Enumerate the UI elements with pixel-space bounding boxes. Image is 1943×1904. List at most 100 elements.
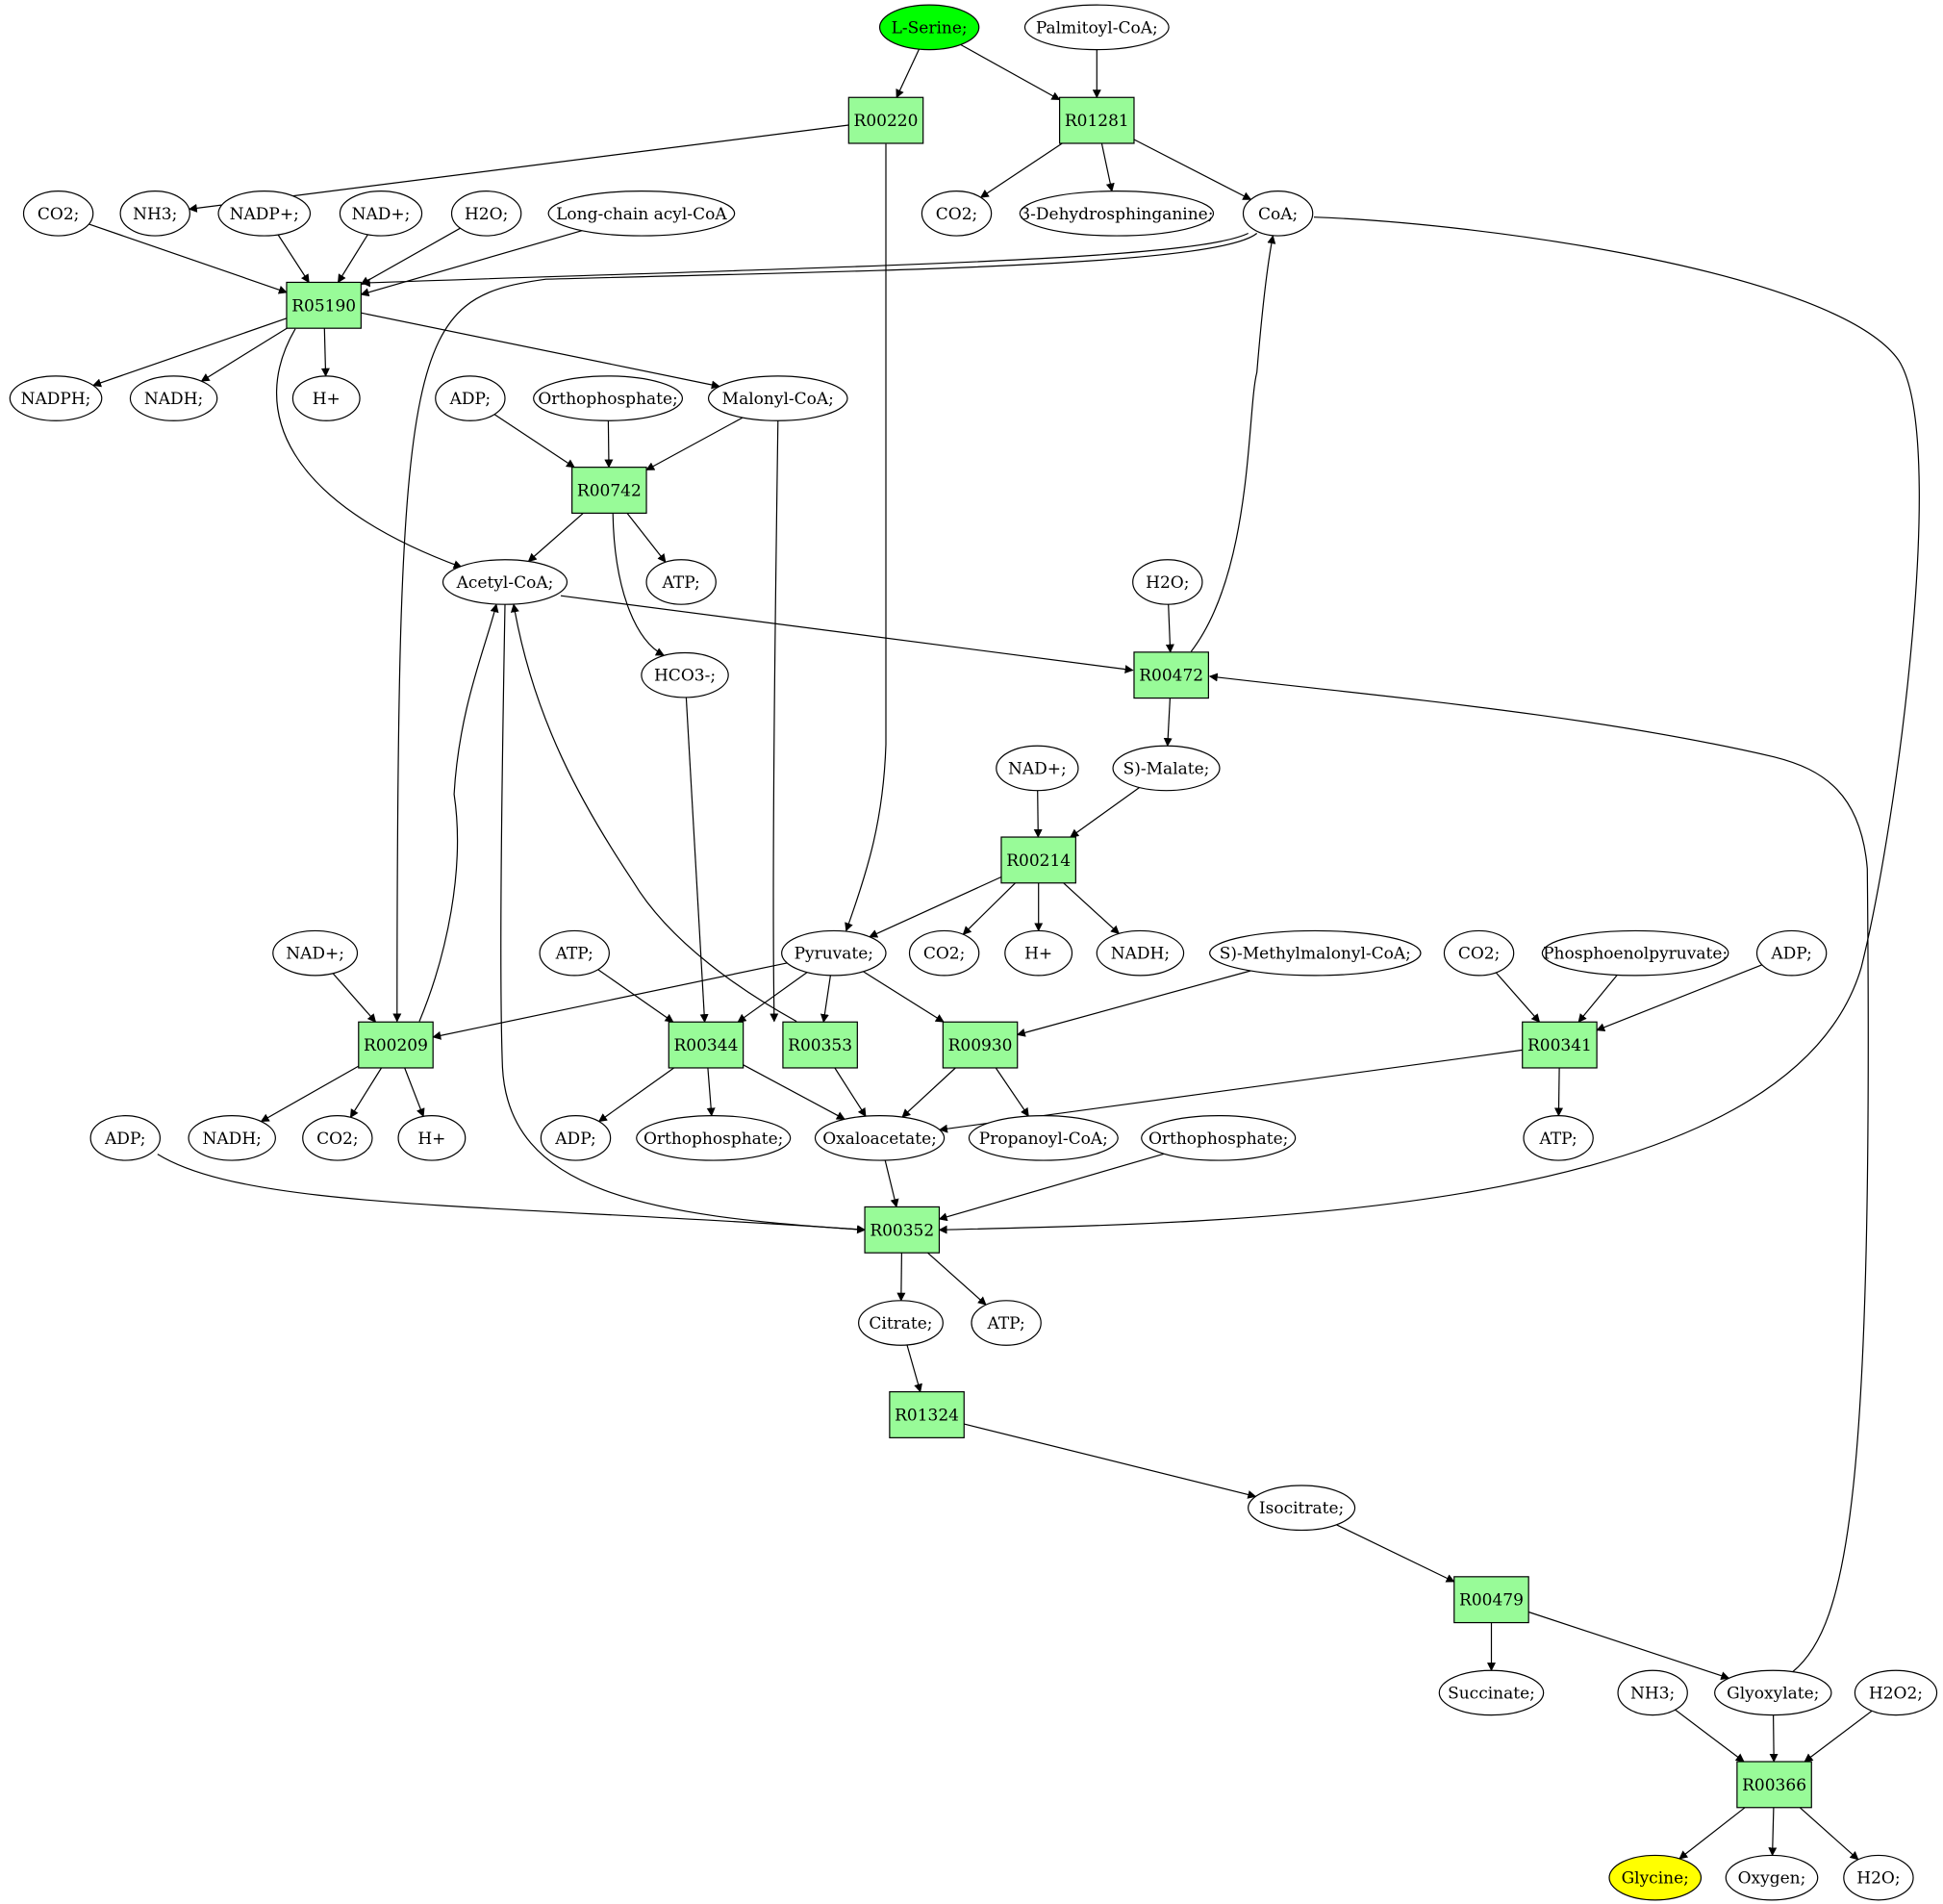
reaction-node-r00352[interactable]: R00352	[864, 1206, 941, 1254]
edge-glyoxylate-to-R00366	[1769, 1714, 1779, 1763]
metabolite-node-citrate[interactable]: Citrate;	[858, 1300, 944, 1346]
edge-R00742-to-acetylcoa	[527, 512, 584, 563]
metabolite-node-nh3-b[interactable]: NH3;	[1617, 1669, 1688, 1716]
metabolite-node-pep[interactable]: Phosphoenolpyruvate;	[1541, 929, 1729, 977]
metabolite-node-dehydrosph[interactable]: 3-Dehydrosphinganine;	[1019, 190, 1215, 237]
metabolite-node-nadh-a[interactable]: NADH;	[129, 375, 218, 421]
metabolite-node-nadh-b[interactable]: NADH;	[1096, 929, 1185, 977]
metabolite-label: ATP;	[555, 945, 593, 964]
metabolite-node-pi-a[interactable]: Orthophosphate;	[533, 375, 684, 421]
metabolite-label: ADP;	[104, 1130, 145, 1149]
metabolite-ellipse	[9, 375, 103, 421]
reaction-node-r00344[interactable]: R00344	[668, 1021, 744, 1069]
metabolite-label: Malonyl-CoA;	[722, 390, 834, 409]
metabolite-label: HCO3-;	[654, 667, 716, 686]
edge-R00209-to-nadh_c	[260, 1065, 360, 1123]
reaction-node-r01281[interactable]: R01281	[1058, 96, 1135, 144]
metabolite-node-glyoxylate[interactable]: Glyoxylate;	[1714, 1669, 1832, 1716]
metabolite-node-adp-c[interactable]: ADP;	[89, 1115, 161, 1161]
reaction-node-r00209[interactable]: R00209	[358, 1021, 434, 1069]
metabolite-ellipse	[397, 1115, 467, 1161]
metabolite-node-h2o2[interactable]: H2O2;	[1854, 1669, 1938, 1716]
metabolite-node-malonylcoa[interactable]: Malonyl-CoA;	[707, 375, 848, 421]
edge-R00352-to-atp_d	[927, 1252, 987, 1306]
reaction-node-r00742[interactable]: R00742	[571, 467, 647, 514]
metabolite-node-co2-a[interactable]: CO2;	[22, 190, 94, 237]
metabolite-label: Oxygen;	[1738, 1869, 1806, 1889]
metabolite-node-atp-c[interactable]: ATP;	[1523, 1115, 1594, 1161]
metabolite-node-hplus-c[interactable]: H+	[397, 1115, 467, 1161]
metabolite-node-nadh-c[interactable]: NADH;	[188, 1115, 276, 1161]
metabolite-label: H+	[313, 390, 341, 409]
metabolite-label: Succinate;	[1448, 1684, 1535, 1703]
metabolite-label: Phosphoenolpyruvate;	[1543, 945, 1728, 964]
reaction-node-r00214[interactable]: R00214	[1000, 836, 1076, 884]
metabolite-ellipse	[707, 375, 848, 421]
reaction-node-r00220[interactable]: R00220	[847, 96, 924, 144]
metabolite-node-h2o-a[interactable]: H2O;	[450, 190, 522, 237]
reaction-node-r00341[interactable]: R00341	[1522, 1021, 1598, 1069]
metabolite-node-smalate[interactable]: S)-Malate;	[1112, 745, 1221, 792]
metabolite-node-smethylmalonyl[interactable]: S)-Methylmalonyl-CoA;	[1209, 929, 1422, 977]
metabolite-node-acetylcoa[interactable]: Acetyl-CoA;	[442, 559, 568, 605]
metabolite-label: Orthophosphate;	[643, 1130, 783, 1149]
metabolite-node-co2-e[interactable]: CO2;	[302, 1115, 373, 1161]
edge-R00352-to-citrate	[896, 1253, 906, 1302]
reaction-node-r00930[interactable]: R00930	[942, 1021, 1019, 1069]
metabolite-node-co2-d[interactable]: CO2;	[1443, 929, 1515, 977]
reaction-label: R00344	[674, 1036, 739, 1055]
metabolite-ellipse	[1438, 1669, 1545, 1716]
reaction-node-r00472[interactable]: R00472	[1133, 651, 1209, 699]
metabolite-node-atp-d[interactable]: ATP;	[971, 1300, 1042, 1346]
metabolite-node-nadph[interactable]: NADPH;	[9, 375, 103, 421]
metabolite-node-atp-b[interactable]: ATP;	[539, 929, 610, 977]
metabolite-label: H2O;	[465, 205, 508, 224]
reaction-node-r05190[interactable]: R05190	[286, 281, 362, 329]
metabolite-node-palmitoylcoa[interactable]: Palmitoyl-CoA;	[1023, 4, 1170, 51]
metabolite-node-oaa[interactable]: Oxaloacetate;	[814, 1115, 946, 1161]
metabolite-node-atp-a[interactable]: ATP;	[645, 559, 717, 605]
edge-pyruvate-to-R00930	[863, 971, 945, 1023]
metabolite-node-nad-c[interactable]: NAD+;	[272, 929, 359, 977]
metabolite-node-pi-b[interactable]: Orthophosphate;	[636, 1115, 792, 1161]
metabolite-node-hplus-a[interactable]: H+	[291, 375, 361, 421]
metabolite-node-nadp-a[interactable]: NADP+;	[217, 190, 312, 237]
metabolite-node-pyruvate[interactable]: Pyruvate;	[781, 929, 887, 977]
metabolite-node-hco3[interactable]: HCO3-;	[641, 651, 729, 698]
metabolite-node-adp-a[interactable]: ADP;	[435, 375, 506, 421]
metabolite-node-hplus-b[interactable]: H+	[1004, 929, 1073, 977]
reaction-node-r00366[interactable]: R00366	[1736, 1761, 1812, 1809]
metabolite-label: S)-Methylmalonyl-CoA;	[1220, 945, 1411, 964]
metabolite-label: Isocitrate;	[1259, 1499, 1344, 1518]
metabolite-ellipse	[442, 559, 568, 605]
metabolite-node-co2-c[interactable]: CO2;	[908, 929, 980, 977]
edge-smethylmalonyl-to-R00930	[1016, 970, 1251, 1037]
reaction-node-r01324[interactable]: R01324	[889, 1391, 965, 1438]
metabolite-node-adp-d[interactable]: ADP;	[540, 1115, 612, 1161]
metabolite-node-serine[interactable]: L-Serine;	[878, 4, 980, 51]
metabolite-node-coa[interactable]: CoA;	[1242, 190, 1314, 237]
edge-acetylcoa-to-R00472	[560, 595, 1134, 674]
metabolite-node-h2o-b[interactable]: H2O;	[1132, 559, 1203, 605]
metabolite-node-oxygen[interactable]: Oxygen;	[1725, 1854, 1819, 1901]
metabolite-node-co2-b[interactable]: CO2;	[921, 190, 993, 237]
metabolite-node-adp-b[interactable]: ADP;	[1755, 929, 1828, 977]
metabolite-node-pi-c[interactable]: Orthophosphate;	[1141, 1115, 1297, 1161]
reaction-node-r00353[interactable]: R00353	[782, 1021, 858, 1069]
reaction-node-r00479[interactable]: R00479	[1453, 1576, 1529, 1624]
edge-pep-to-R00341	[1577, 975, 1618, 1023]
metabolite-node-nh3-a[interactable]: NH3;	[119, 190, 190, 237]
edge-malonylcoa-to-R00742	[645, 417, 744, 471]
metabolite-node-propanoylcoa[interactable]: Propanoyl-CoA;	[968, 1115, 1119, 1161]
metabolite-ellipse	[272, 929, 359, 977]
metabolite-node-lcacylcoa[interactable]: Long-chain acyl-CoA	[547, 190, 736, 237]
metabolite-node-nad-a[interactable]: NAD+;	[339, 190, 423, 237]
metabolite-node-h2o-c[interactable]: H2O;	[1843, 1854, 1914, 1901]
metabolite-node-isocitrate[interactable]: Isocitrate;	[1248, 1485, 1356, 1532]
metabolite-node-nad-b[interactable]: NAD+;	[996, 745, 1079, 792]
metabolite-label: Citrate;	[869, 1314, 932, 1333]
metabolite-ellipse	[1023, 4, 1170, 51]
metabolite-ellipse	[1755, 929, 1828, 977]
metabolite-node-succinate[interactable]: Succinate;	[1438, 1669, 1545, 1716]
metabolite-node-glycine[interactable]: Glycine;	[1608, 1854, 1703, 1901]
